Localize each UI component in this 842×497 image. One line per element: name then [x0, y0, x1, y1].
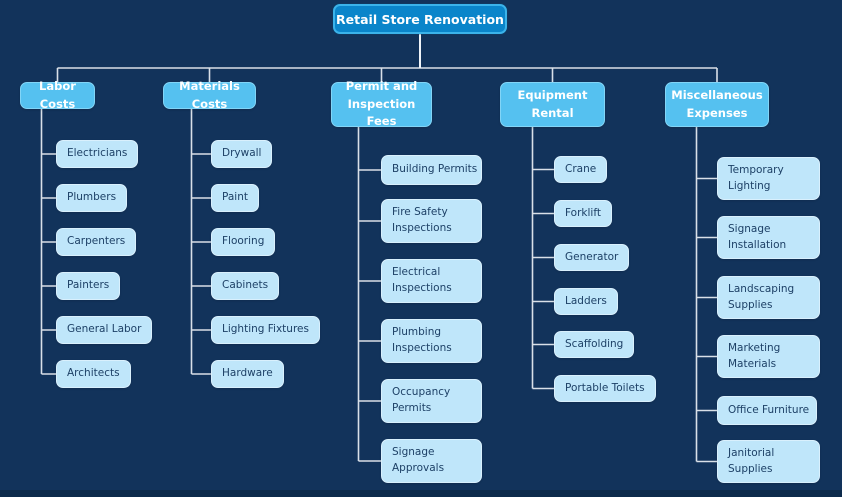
leaf-node-electricians[interactable]: Electricians — [56, 140, 139, 168]
leaf-node-occupancy-permits[interactable]: Occupancy Permits — [381, 379, 482, 423]
leaf-node-landscaping-supplies[interactable]: Landscaping Supplies — [717, 276, 820, 319]
leaf-node-signage-installation[interactable]: Signage Installation — [717, 216, 820, 259]
leaf-node-general-labor[interactable]: General Labor — [56, 316, 153, 344]
leaf-node-flooring[interactable]: Flooring — [211, 228, 276, 256]
branch-node-miscellaneous-expenses[interactable]: Miscellaneous Expenses — [665, 82, 769, 127]
leaf-node-temporary-lighting[interactable]: Temporary Lighting — [717, 157, 820, 200]
leaf-node-plumbing-inspections[interactable]: Plumbing Inspections — [381, 319, 482, 363]
leaf-node-painters[interactable]: Painters — [56, 272, 121, 300]
canvas-bottom-edge — [0, 490, 842, 497]
leaf-node-office-furniture[interactable]: Office Furniture — [717, 396, 817, 425]
leaf-node-crane[interactable]: Crane — [554, 156, 608, 183]
root-node-retail-store-renovation[interactable]: Retail Store Renovation — [333, 4, 507, 34]
leaf-node-forklift[interactable]: Forklift — [554, 200, 612, 227]
leaf-node-cabinets[interactable]: Cabinets — [211, 272, 280, 300]
leaf-node-hardware[interactable]: Hardware — [211, 360, 284, 388]
leaf-node-generator[interactable]: Generator — [554, 244, 630, 271]
branch-node-labor-costs[interactable]: Labor Costs — [20, 79, 95, 111]
leaf-node-architects[interactable]: Architects — [56, 360, 131, 388]
leaf-node-building-permits[interactable]: Building Permits — [381, 155, 482, 185]
leaf-node-portable-toilets[interactable]: Portable Toilets — [554, 375, 656, 402]
branch-node-permit-and-inspection-fees[interactable]: Permit and Inspection Fees — [331, 79, 432, 128]
leaf-node-scaffolding[interactable]: Scaffolding — [554, 331, 635, 358]
leaf-node-fire-safety-inspections[interactable]: Fire Safety Inspections — [381, 199, 482, 243]
leaf-node-ladders[interactable]: Ladders — [554, 288, 618, 315]
branch-node-equipment-rental[interactable]: Equipment Rental — [500, 82, 605, 127]
leaf-node-signage-approvals[interactable]: Signage Approvals — [381, 439, 482, 483]
leaf-node-plumbers[interactable]: Plumbers — [56, 184, 128, 212]
leaf-node-lighting-fixtures[interactable]: Lighting Fixtures — [211, 316, 320, 344]
leaf-node-drywall[interactable]: Drywall — [211, 140, 273, 168]
branch-node-materials-costs[interactable]: Materials Costs — [163, 79, 256, 111]
leaf-node-electrical-inspections[interactable]: Electrical Inspections — [381, 259, 482, 303]
leaf-node-carpenters[interactable]: Carpenters — [56, 228, 137, 256]
leaf-node-marketing-materials[interactable]: Marketing Materials — [717, 335, 820, 378]
leaf-node-janitorial-supplies[interactable]: Janitorial Supplies — [717, 440, 820, 483]
leaf-node-paint[interactable]: Paint — [211, 184, 259, 212]
